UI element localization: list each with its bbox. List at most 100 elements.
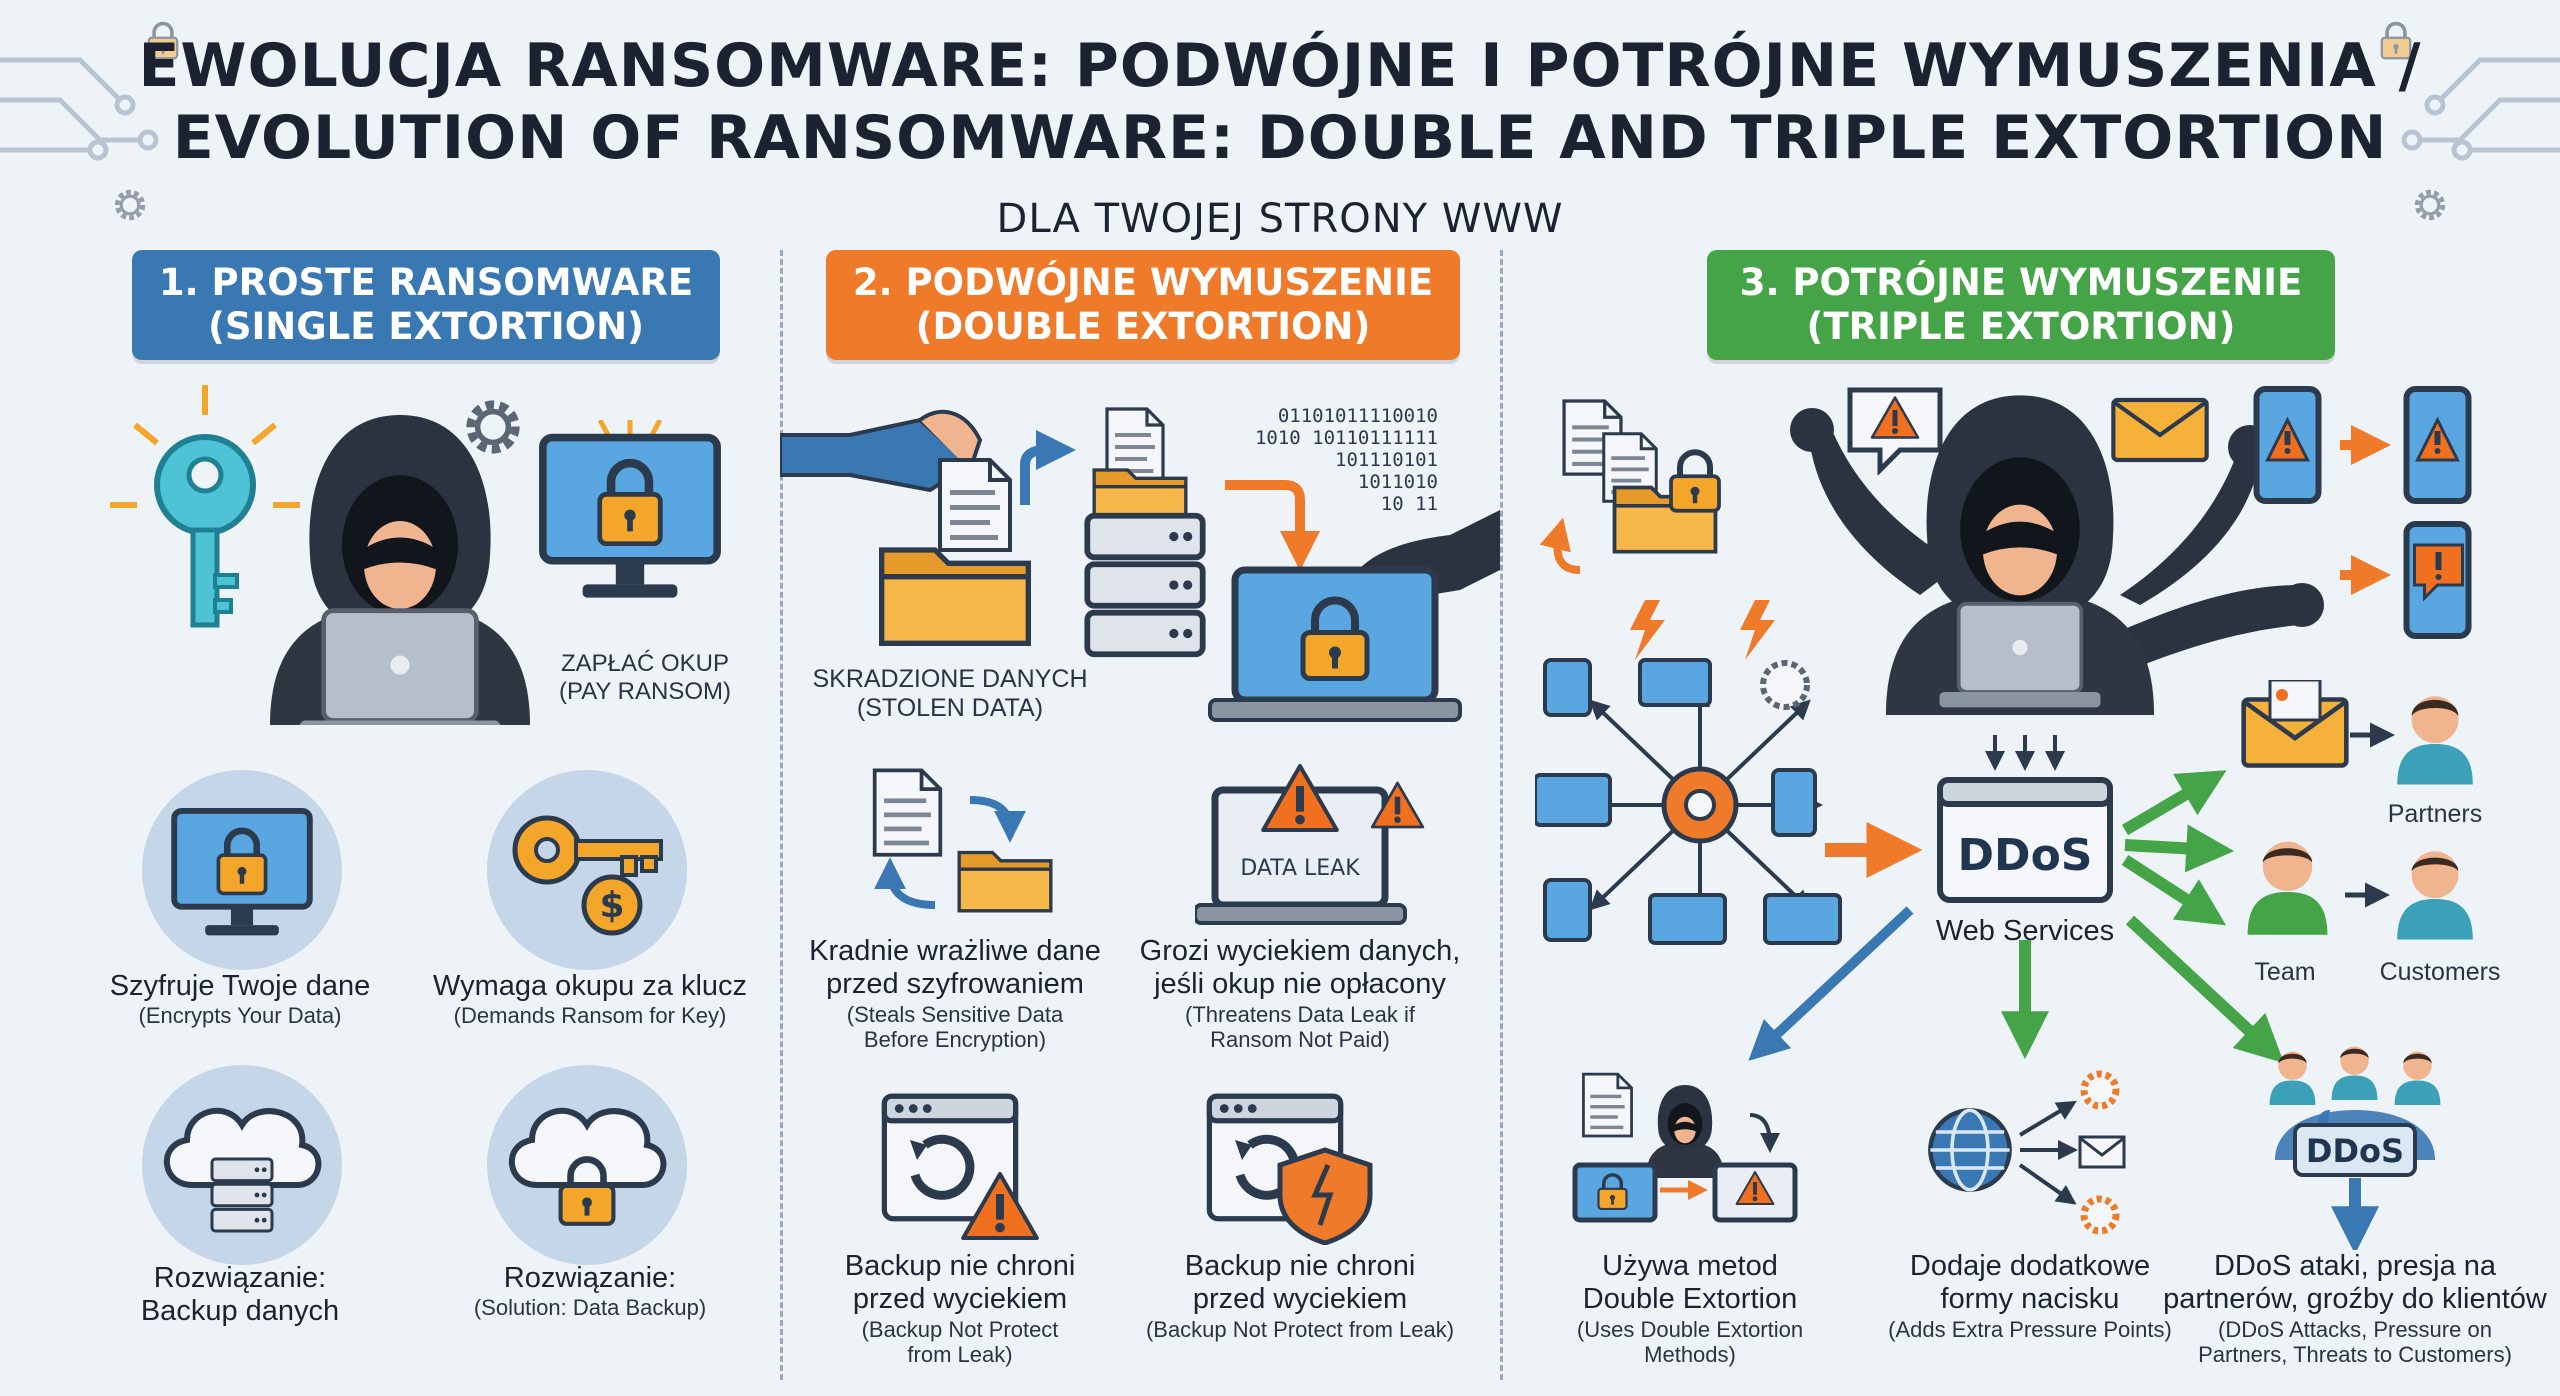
data-leak-text: DATA LEAK bbox=[1240, 856, 1360, 881]
column-divider-2 bbox=[1500, 250, 1503, 1380]
team-label: Team bbox=[2220, 958, 2350, 987]
uses-line2: Double Extortion bbox=[1582, 1283, 1798, 1316]
solution1-line2: Backup danych bbox=[140, 1295, 340, 1328]
multi-arm-hacker-icon bbox=[1790, 395, 2324, 715]
solution2-line1: Rozwiązanie: bbox=[503, 1262, 677, 1294]
ddos-people-icon: DDoS bbox=[2269, 1046, 2441, 1250]
adds-sub: (Adds Extra Pressure Points) bbox=[1888, 1316, 2172, 1342]
backup1-line2: przed wyciekiem bbox=[852, 1283, 1068, 1316]
backup1-sub1: (Backup Not Protect bbox=[861, 1316, 1059, 1342]
backup-shield-icon bbox=[1200, 1085, 1373, 1245]
ddos-web-services-icon: DDoS bbox=[1937, 777, 2113, 903]
stolen-data-icon bbox=[780, 409, 1120, 665]
attacks-label: DDoS ataki, presja na partnerów, groźby … bbox=[2150, 1250, 2560, 1367]
alert-bubble-icon bbox=[1847, 387, 1943, 475]
attacks-sub2: Partners, Threats to Customers) bbox=[2198, 1341, 2512, 1367]
orange-arrow-icon bbox=[1225, 480, 1320, 571]
backup1-line1: Backup nie chroni bbox=[844, 1250, 1076, 1282]
solution2-sub: (Solution: Data Backup) bbox=[473, 1295, 707, 1321]
backup1-label: Backup nie chroni przed wyciekiem (Backu… bbox=[800, 1250, 1120, 1367]
arrow-icon bbox=[2345, 882, 2390, 908]
phone-alert-icon bbox=[2250, 385, 2325, 505]
column-title-triple-line1: 3. POTRÓJNE WYMUSZENIE bbox=[1739, 261, 2303, 304]
cloud-lock-icon bbox=[487, 1065, 687, 1265]
stolen-data-label: SKRADZIONE DANYCH (STOLEN DATA) bbox=[790, 665, 1110, 723]
circuit-decoration-right bbox=[2379, 21, 2560, 260]
locked-laptop-icon bbox=[1208, 510, 1500, 722]
column-title-triple: 3. POTRÓJNE WYMUSZENIE (TRIPLE EXTORTION… bbox=[1707, 250, 2335, 360]
spread-arrows-icon bbox=[1748, 906, 2285, 1064]
stolen-files-icon bbox=[1540, 399, 1750, 574]
threat-line2: jeśli okup nie opłacony bbox=[1154, 968, 1446, 1001]
pay-ransom-label: ZAPŁAĆ OKUP (PAY RANSOM) bbox=[520, 650, 770, 705]
binary-row: 01101011110010 bbox=[1277, 405, 1438, 427]
uses-label: Używa metod Double Extortion (Uses Doubl… bbox=[1530, 1250, 1850, 1367]
threat-sub2: Ransom Not Paid) bbox=[1210, 1026, 1390, 1052]
orange-arrow-icon bbox=[1825, 822, 1923, 878]
column-title-double-line1: 2. PODWÓJNE WYMUSZENIE bbox=[852, 261, 1434, 304]
data-leak-laptop-icon: DATA LEAK bbox=[1195, 764, 1425, 925]
lightning-icon bbox=[1630, 600, 1775, 660]
threat-label: Grozi wyciekiem danych, jeśli okup nie o… bbox=[1115, 935, 1485, 1052]
dollar-sign: $ bbox=[599, 885, 624, 926]
demand-label: Wymaga okupu za klucz (Demands Ransom fo… bbox=[405, 970, 775, 1029]
binary-row: 101110101 bbox=[1335, 449, 1438, 471]
ddos-label: DDoS bbox=[1958, 830, 2093, 881]
phone-message-icon bbox=[2403, 521, 2472, 639]
encrypt-main: Szyfruje Twoje dane bbox=[109, 970, 371, 1002]
encrypt-icon bbox=[142, 770, 342, 970]
binary-row: 10 11 bbox=[1380, 493, 1438, 515]
pay-ransom-main: ZAPŁAĆ OKUP bbox=[560, 650, 730, 677]
alert-envelope-icon bbox=[2240, 680, 2350, 770]
cloud-backup-icon bbox=[142, 1065, 342, 1265]
gear-icon bbox=[458, 392, 528, 462]
partners-text: Partners bbox=[2387, 800, 2483, 828]
ddos-small-label: DDoS bbox=[2306, 1132, 2404, 1170]
binary-stream: 01101011110010 1010 10110111111 10111010… bbox=[1228, 405, 1438, 515]
ransom-key-icon: $ bbox=[487, 770, 687, 970]
demand-main: Wymaga okupu za klucz bbox=[432, 970, 748, 1002]
arrow-icon bbox=[2350, 722, 2395, 748]
envelope-icon bbox=[2110, 395, 2210, 465]
uses-sub1: (Uses Double Extortion bbox=[1576, 1316, 1804, 1342]
double-extortion-cycle-icon bbox=[1572, 1072, 1798, 1223]
column-title-double: 2. PODWÓJNE WYMUSZENIE (DOUBLE EXTORTION… bbox=[826, 250, 1460, 360]
team-text: Team bbox=[2254, 958, 2316, 986]
customers-avatar-icon bbox=[2397, 851, 2473, 940]
attacks-sub1: (DDoS Attacks, Pressure on bbox=[2218, 1316, 2492, 1342]
locked-monitor-icon bbox=[530, 420, 730, 610]
customers-label: Customers bbox=[2360, 958, 2520, 987]
backup2-sub: (Backup Not Protect from Leak) bbox=[1145, 1316, 1455, 1342]
uses-line1: Używa metod bbox=[1602, 1250, 1778, 1282]
steals-label: Kradnie wrażliwe dane przed szyfrowaniem… bbox=[790, 935, 1120, 1052]
swap-documents-icon bbox=[872, 768, 1053, 913]
attacks-line1: DDoS ataki, presja na bbox=[2213, 1250, 2497, 1282]
adds-label: Dodaje dodatkowe formy nacisku (Adds Ext… bbox=[1855, 1250, 2205, 1342]
column-title-single: 1. PROSTE RANSOMWARE (SINGLE EXTORTION) bbox=[132, 250, 720, 360]
transfer-arrow-icon bbox=[1020, 430, 1076, 505]
backup2-line1: Backup nie chroni bbox=[1184, 1250, 1416, 1282]
partners-avatar-icon bbox=[2397, 696, 2473, 785]
threat-sub1: (Threatens Data Leak if bbox=[1185, 1001, 1415, 1027]
encrypt-label: Szyfruje Twoje dane (Encrypts Your Data) bbox=[60, 970, 420, 1029]
team-avatar-icon bbox=[2247, 841, 2328, 935]
customers-text: Customers bbox=[2379, 958, 2501, 986]
circuit-decoration-left bbox=[0, 21, 180, 260]
arrow-icon bbox=[2340, 555, 2391, 595]
down-arrows-icon bbox=[1985, 735, 2065, 771]
steals-line2: przed szyfrowaniem bbox=[826, 968, 1084, 1001]
backup2-line2: przed wyciekiem bbox=[1192, 1283, 1408, 1316]
stolen-data-sub: (STOLEN DATA) bbox=[856, 693, 1044, 722]
green-arrows-icon bbox=[2121, 770, 2235, 926]
key-icon bbox=[110, 385, 300, 628]
botnet-network-icon bbox=[1535, 658, 1842, 945]
header: EWOLUCJA RANSOMWARE: PODWÓJNE I POTRÓJNE… bbox=[0, 30, 2560, 242]
column-title-triple-line2: (TRIPLE EXTORTION) bbox=[1806, 305, 2236, 348]
column-divider-1 bbox=[780, 250, 783, 1380]
encrypt-sub: (Encrypts Your Data) bbox=[138, 1003, 342, 1029]
threat-line1: Grozi wyciekiem danych, bbox=[1139, 935, 1461, 967]
backup2-label: Backup nie chroni przed wyciekiem (Backu… bbox=[1115, 1250, 1485, 1342]
binary-row: 1010 10110111111 bbox=[1254, 427, 1438, 449]
solution1-label: Rozwiązanie: Backup danych bbox=[80, 1262, 400, 1329]
